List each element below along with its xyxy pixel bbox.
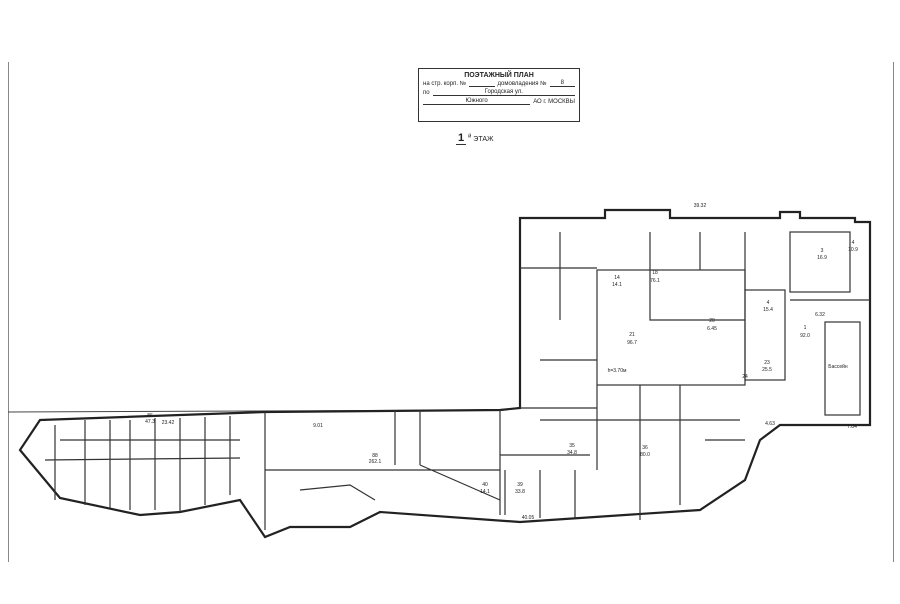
room-label: 88 — [372, 453, 378, 459]
room-label: 4.63 — [765, 421, 775, 427]
room-label: 10.9 — [848, 247, 858, 253]
room-label: Бассейн — [828, 363, 848, 370]
inner-walls — [44, 231, 870, 530]
room-label: 7.84 — [847, 424, 857, 430]
room-label: 40.05 — [522, 515, 535, 521]
room-label: 47.3 — [145, 419, 155, 425]
house-number: 8 — [549, 80, 576, 87]
plan-title: ПОЭТАЖНЫЙ ПЛАН — [464, 72, 534, 79]
street: Городская ул. — [432, 89, 575, 96]
room-label: 76.1 — [650, 278, 660, 284]
room-label: 4 — [767, 300, 770, 306]
room-label: 14.1 — [480, 489, 490, 495]
room-label: 39.32 — [694, 203, 707, 209]
room-label: 34.8 — [567, 450, 577, 456]
room-labels: 39.321876.12196.71414.1415.4192.0Бассейн… — [145, 203, 858, 521]
floor-label: 1 й ЭТАЖ — [456, 132, 494, 145]
room-label: 1 — [804, 325, 807, 331]
room-label: 18 — [652, 270, 658, 276]
room-label: 3 — [821, 248, 824, 254]
title-block: ПОЭТАЖНЫЙ ПЛАН на стр. корп. № домовладен… — [418, 68, 580, 122]
room-label: 21 — [629, 332, 635, 338]
outer-wall — [18, 208, 872, 539]
house-label: домовладения № — [497, 81, 547, 87]
room-label: 96.7 — [627, 340, 637, 346]
street-prefix: по — [423, 90, 430, 96]
floor-number: 1 — [456, 132, 467, 145]
room-label: 92.0 — [800, 333, 810, 339]
room-label: 39 — [517, 482, 523, 488]
room-label: 35 — [569, 443, 575, 449]
room-label: 14 — [614, 275, 620, 281]
floor-word: ЭТАЖ — [473, 136, 494, 143]
room-label: 15.4 — [763, 307, 773, 313]
room-label: 40 — [482, 482, 488, 488]
drawing-frame — [8, 62, 894, 562]
room-label: 14.1 — [612, 282, 622, 288]
room-label: 23.42 — [162, 420, 175, 426]
room-label: 9.01 — [313, 423, 323, 429]
pool — [824, 321, 861, 416]
room-label: 24 — [742, 374, 748, 380]
floor-suffix: й — [468, 133, 472, 140]
room-label: 36 — [642, 445, 648, 451]
room-label: 33.8 — [515, 489, 525, 495]
room-label: 6.32 — [815, 312, 825, 318]
room-label: 23 — [764, 360, 770, 366]
room-label: 4 — [852, 240, 855, 246]
room-label: 80.0 — [640, 452, 650, 458]
room-label: 86 — [147, 413, 153, 419]
room-label: 6.45 — [707, 326, 717, 332]
room-label: h=3.70м — [608, 368, 627, 374]
room-label: 25.5 — [762, 367, 772, 373]
city: АО г. МОСКВЫ — [533, 99, 575, 105]
district: Южного — [423, 98, 531, 105]
room-label: 16.9 — [817, 255, 827, 261]
building-prefix: на стр. корп. № — [423, 81, 467, 87]
room-label: 20 — [709, 318, 715, 324]
room-label: 262.1 — [369, 459, 382, 465]
